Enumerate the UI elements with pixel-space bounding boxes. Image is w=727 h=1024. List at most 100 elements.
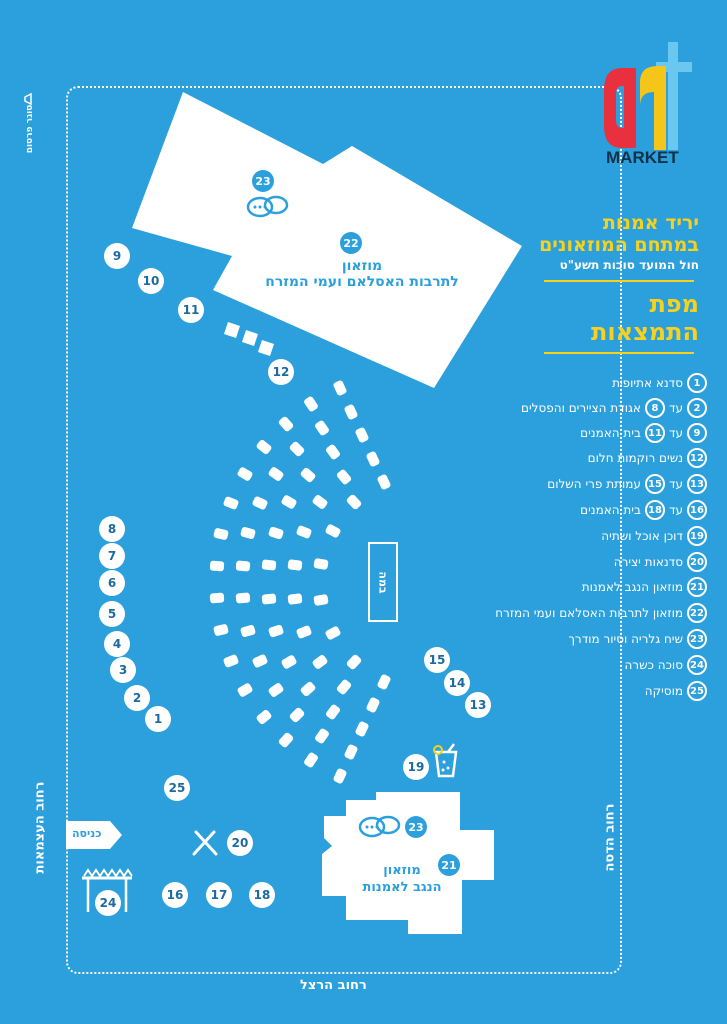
legend-range-word: עד bbox=[668, 503, 683, 517]
event-title-line2: במתחם המוזאונים bbox=[539, 234, 699, 256]
legend-number: 21 bbox=[687, 577, 707, 597]
legend-label: דוכן אוכל ושתיה bbox=[601, 529, 683, 543]
pin-2[interactable]: 2 bbox=[124, 685, 150, 711]
megaphone-icon bbox=[24, 92, 32, 106]
legend-number: 1 bbox=[687, 373, 707, 393]
negev-museum-line1: מוזאון bbox=[383, 863, 421, 878]
legend-number: 2 bbox=[687, 398, 707, 418]
legend-range-word: עד bbox=[668, 401, 683, 415]
pin-4[interactable]: 4 bbox=[104, 631, 130, 657]
stage[interactable]: במה bbox=[368, 542, 398, 622]
legend-number: 20 bbox=[687, 552, 707, 572]
art-logo-icon bbox=[604, 42, 692, 150]
pin-8[interactable]: 8 bbox=[99, 516, 125, 542]
event-title: יריד אמנות במתחם המוזאונים חול המועד סוכ… bbox=[539, 212, 699, 274]
pin-25[interactable]: 25 bbox=[164, 775, 190, 801]
event-title-line1: יריד אמנות bbox=[602, 212, 699, 234]
legend-row[interactable]: 25 מוסיקה bbox=[645, 680, 707, 702]
legend-number: 19 bbox=[687, 526, 707, 546]
legend-number: 22 bbox=[687, 603, 707, 623]
negev-museum-line2: הנגב לאמנות bbox=[362, 880, 442, 895]
map-title-line2: התמצאות bbox=[590, 318, 699, 346]
street-left-label: רחוב העצמאות bbox=[32, 781, 48, 874]
legend-label: בית האמנים bbox=[580, 503, 641, 517]
legend-number: 24 bbox=[687, 655, 707, 675]
logo-market-text: MARKET bbox=[606, 148, 679, 167]
sukkah-icon bbox=[82, 868, 133, 912]
legend-number: 23 bbox=[687, 629, 707, 649]
legend-row[interactable]: 19 דוכן אוכל ושתיה bbox=[601, 525, 707, 547]
pin-16[interactable]: 16 bbox=[162, 882, 188, 908]
entrance-label: כניסה bbox=[72, 827, 102, 840]
legend-row[interactable]: 1 סדנא אתיופית bbox=[612, 372, 707, 394]
pin-22[interactable]: 22 bbox=[340, 232, 362, 254]
top-corner-label: סוגר פרסום bbox=[25, 104, 35, 154]
street-bottom-label: רחוב הרצל bbox=[300, 978, 367, 993]
legend-label: סדנא אתיופית bbox=[612, 376, 683, 390]
pin-9[interactable]: 9 bbox=[104, 243, 130, 269]
legend-row[interactable]: 23 שיח גלריה וסיור מודרך bbox=[568, 628, 707, 650]
legend-number: 12 bbox=[687, 448, 707, 468]
pin-23-islam[interactable]: 23 bbox=[252, 170, 274, 192]
pin-3[interactable]: 3 bbox=[110, 657, 136, 683]
pin-12[interactable]: 12 bbox=[268, 359, 294, 385]
drink-cup-icon bbox=[433, 743, 458, 778]
legend-number: 25 bbox=[687, 681, 707, 701]
islam-museum-line1: מוזאון bbox=[341, 258, 383, 274]
pin-1[interactable]: 1 bbox=[145, 706, 171, 732]
legend-range-word: עד bbox=[668, 426, 683, 440]
legend-label: עמותת פרי השלום bbox=[547, 477, 641, 491]
entrance-sign[interactable]: כניסה bbox=[66, 821, 122, 849]
art-market-logo: MARKET bbox=[604, 40, 696, 170]
event-subtitle: חול המועד סוכות תשע"ט bbox=[559, 258, 699, 272]
pin-13[interactable]: 13 bbox=[465, 692, 491, 718]
pin-6[interactable]: 6 bbox=[99, 570, 125, 596]
pin-10[interactable]: 10 bbox=[138, 268, 164, 294]
pin-15[interactable]: 15 bbox=[424, 647, 450, 673]
legend-label: סדנאות יצירה bbox=[613, 555, 683, 569]
pin-14[interactable]: 14 bbox=[444, 670, 470, 696]
legend-label: מוסיקה bbox=[644, 684, 683, 698]
pin-19[interactable]: 19 bbox=[403, 754, 429, 780]
legend-label: אגודת הציירים והפסלים bbox=[521, 401, 641, 415]
legend-label: שיח גלריה וסיור מודרך bbox=[568, 632, 683, 646]
chat-bubbles-icon bbox=[246, 195, 289, 218]
pin-17[interactable]: 17 bbox=[206, 882, 232, 908]
legend-number: 13 bbox=[687, 474, 707, 494]
title-divider-bottom bbox=[544, 352, 694, 354]
pin-23-negev[interactable]: 23 bbox=[405, 816, 427, 838]
legend-row[interactable]: 22 מוזאון לתרבות האסלאם ועמי המזרח bbox=[495, 602, 707, 624]
legend-number-end: 15 bbox=[644, 474, 665, 494]
legend-number-end: 8 bbox=[644, 398, 665, 418]
chat-bubbles-icon bbox=[358, 815, 401, 838]
legend-label: מוזאון לתרבות האסלאם ועמי המזרח bbox=[495, 606, 683, 620]
brushes-icon bbox=[192, 830, 218, 856]
map-title: מפת התמצאות bbox=[591, 290, 699, 346]
pin-7[interactable]: 7 bbox=[99, 543, 125, 569]
legend-number-end: 18 bbox=[644, 500, 665, 520]
legend-number: 16 bbox=[687, 500, 707, 520]
top-corner-marker: סוגר פרסום bbox=[10, 92, 50, 162]
pin-11[interactable]: 11 bbox=[178, 297, 204, 323]
pin-5[interactable]: 5 bbox=[99, 601, 125, 627]
market-boundary bbox=[66, 86, 622, 974]
pin-20[interactable]: 20 bbox=[227, 830, 253, 856]
negev-museum-label: מוזאון הנגב לאמנות bbox=[352, 862, 452, 896]
legend-number: 9 bbox=[687, 423, 707, 443]
legend-row[interactable]: 20 סדנאות יצירה bbox=[614, 551, 707, 573]
entrance-arrow-icon bbox=[66, 821, 122, 849]
pin-18[interactable]: 18 bbox=[249, 882, 275, 908]
legend-number-end: 11 bbox=[644, 423, 665, 443]
legend-label: בית האמנים bbox=[580, 426, 641, 440]
pin-24[interactable]: 24 bbox=[95, 890, 121, 916]
pin-21[interactable]: 21 bbox=[438, 854, 460, 876]
